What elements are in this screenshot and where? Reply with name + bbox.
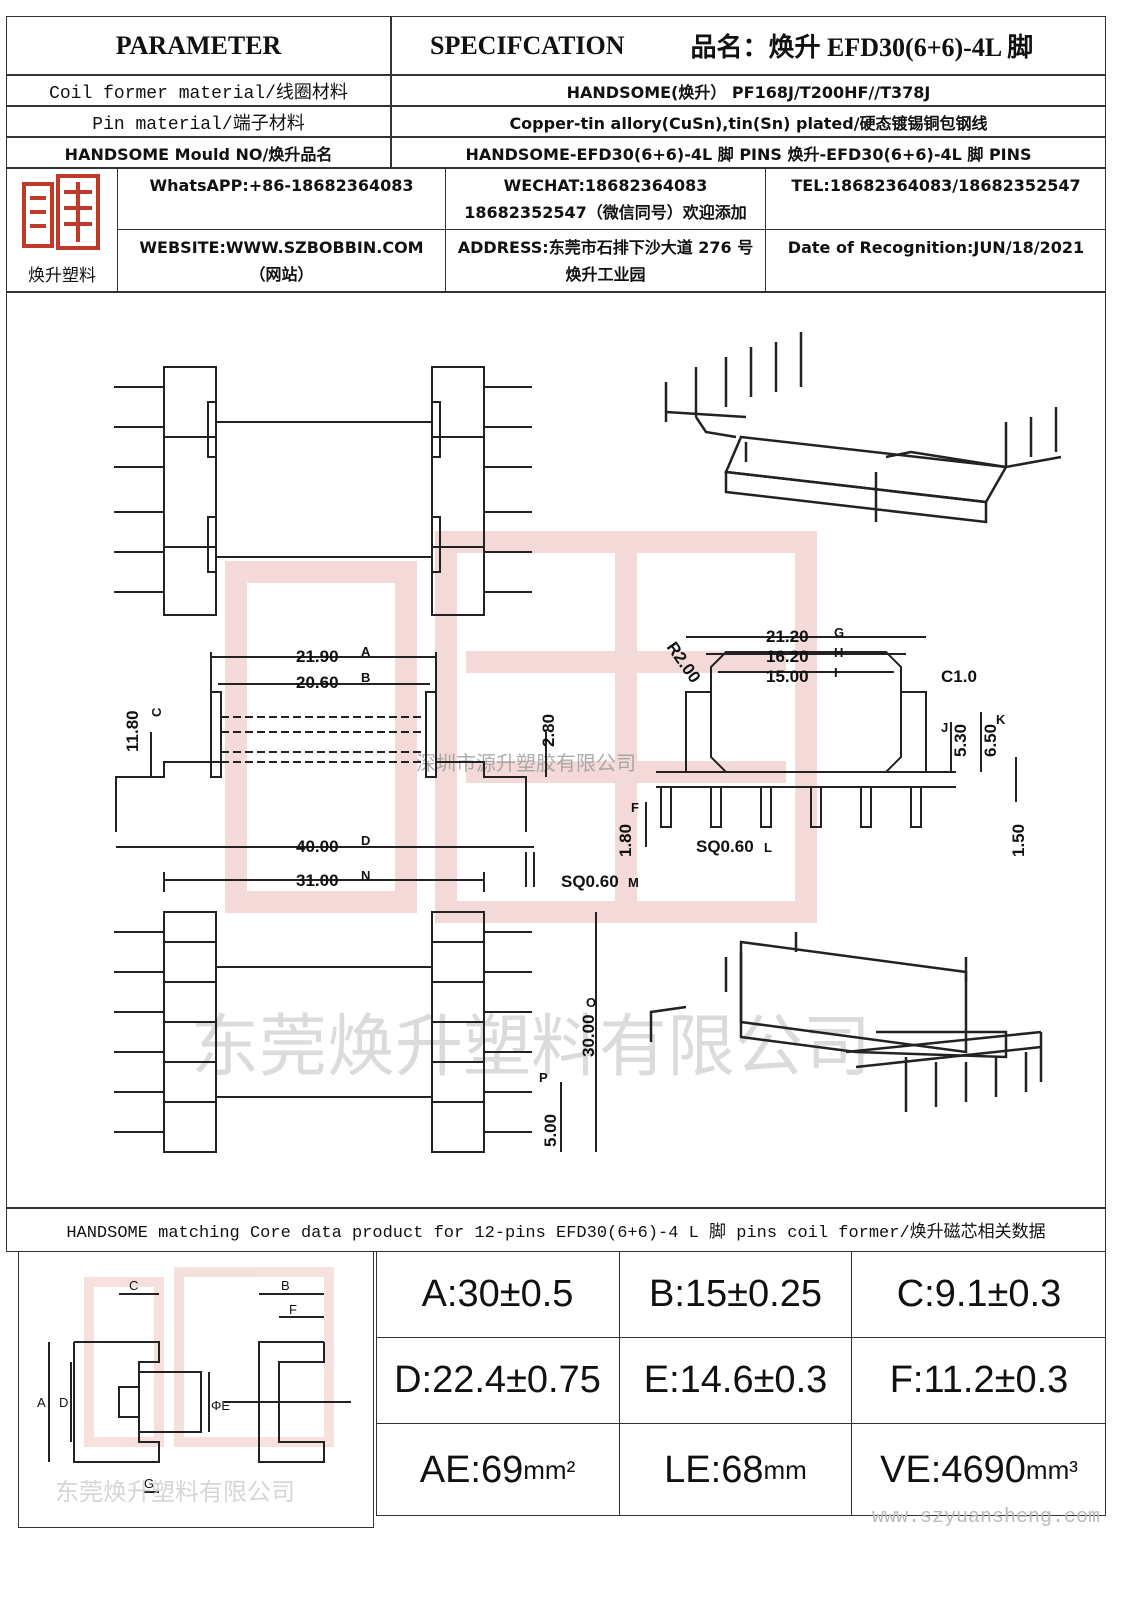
logo-mark-icon xyxy=(22,174,100,250)
whatsapp-info: WhatsAPP:+86-18682364083 xyxy=(118,168,446,230)
dim-p15: 1.50 xyxy=(1009,824,1028,857)
core-watermark-text: 东莞焕升塑料有限公司 xyxy=(55,1479,295,1506)
param-c: C:9.1±0.3 xyxy=(852,1252,1106,1338)
iso-view-top-drawing xyxy=(664,332,1062,524)
side-view-drawing xyxy=(645,636,1017,847)
technical-drawing: 深圳市源升塑胶有限公司 东莞焕升塑料有限公司 xyxy=(114,332,1062,1153)
date-info: Date of Recognition:JUN/18/2021 xyxy=(787,238,1085,257)
core-label-f: F xyxy=(289,1302,297,1317)
callout-n: N xyxy=(361,868,370,883)
logo-text: 焕升塑料 xyxy=(28,265,96,286)
parameter-heading: PARAMETER xyxy=(6,16,391,75)
core-diagram-frame: A D C B F ΦE G 东莞焕升塑料有限公司 xyxy=(18,1252,374,1528)
callout-b: B xyxy=(361,670,370,685)
dim-g: 21.20 xyxy=(766,627,809,646)
callout-o: O xyxy=(586,995,596,1010)
dim-c: 11.80 xyxy=(123,710,142,752)
coil-material-value: HANDSOME(焕升） PF168J/T200HF//T378J xyxy=(391,75,1106,106)
dim-a: 21.90 xyxy=(296,647,339,666)
dim-p: 5.00 xyxy=(541,1114,560,1147)
core-diagram: A D C B F ΦE G 东莞焕升塑料有限公司 xyxy=(37,1267,351,1506)
callout-j: J xyxy=(941,720,948,735)
dim-i: 15.00 xyxy=(766,667,809,686)
wechat-info: WECHAT:18682364083 18682352547（微信同号）欢迎添加 xyxy=(446,168,766,230)
callout-m: M xyxy=(628,875,639,890)
param-f: F:11.2±0.3 xyxy=(852,1338,1106,1424)
core-label-g: G xyxy=(144,1476,154,1491)
core-label-e: ΦE xyxy=(211,1398,230,1413)
param-a: A:30±0.5 xyxy=(376,1252,620,1338)
watermark-mid-text: 深圳市源升塑胶有限公司 xyxy=(416,752,636,775)
drawing-frame xyxy=(6,292,1106,1208)
top-view-drawing xyxy=(114,366,532,616)
bottom-view-drawing xyxy=(114,911,597,1153)
callout-d: D xyxy=(361,833,370,848)
footer-url[interactable]: www.szyuansheng.com xyxy=(871,1506,1100,1529)
dim-b: 20.60 xyxy=(296,673,339,692)
specification-heading: SPECIFCATION 品名：焕升 EFD30(6+6)-4L 脚 xyxy=(391,16,1106,75)
callout-p: P xyxy=(539,1070,548,1085)
callout-a: A xyxy=(361,644,371,659)
dim-e: 2.80 xyxy=(539,714,558,747)
callout-l: L xyxy=(764,840,772,855)
pin-material-label: Pin material/端子材料 xyxy=(6,106,391,137)
iso-view-bottom-drawing xyxy=(649,932,1043,1112)
param-d: D:22.4±0.75 xyxy=(376,1338,620,1424)
callout-i: I xyxy=(834,665,838,680)
core-label-c: C xyxy=(129,1278,138,1293)
tel-info: TEL:18682364083/18682352547 xyxy=(766,168,1106,230)
address-info: ADDRESS:东莞市石排下沙大道 276 号焕升工业园 xyxy=(446,230,766,292)
dim-c1: C1.0 xyxy=(941,667,977,686)
dim-o: 30.00 xyxy=(579,1014,598,1057)
core-data-title: HANDSOME matching Core data product for … xyxy=(6,1208,1106,1252)
callout-c: C xyxy=(149,707,164,717)
website-info: WEBSITE:WWW.SZBOBBIN.COM（网站） xyxy=(118,230,446,292)
company-logo: 焕升塑料 xyxy=(6,168,118,292)
core-label-b: B xyxy=(281,1278,290,1293)
dim-k: 6.50 xyxy=(981,724,1000,757)
company-block xyxy=(6,168,1106,292)
core-label-a: A xyxy=(37,1395,46,1410)
front-view-drawing xyxy=(115,652,547,892)
mould-no-value: HANDSOME-EFD30(6+6)-4L 脚 PINS 焕升-EFD30(6… xyxy=(391,137,1106,168)
dim-m: SQ0.60 xyxy=(561,872,619,891)
callout-f: F xyxy=(631,800,639,815)
dim-j: 5.30 xyxy=(951,724,970,757)
core-label-d: D xyxy=(59,1395,68,1410)
mould-no-label: HANDSOME Mould NO/焕升品名 xyxy=(6,137,391,168)
product-name: 品名：焕升 EFD30(6+6)-4L 脚 xyxy=(690,33,1034,62)
coil-material-label: Coil former material/线圈材料 xyxy=(6,75,391,106)
dim-h: 16.20 xyxy=(766,647,809,666)
pin-material-value: Copper-tin allory(CuSn),tin(Sn) plated/硬… xyxy=(391,106,1106,137)
callout-g: G xyxy=(834,625,844,640)
callout-h: H xyxy=(834,645,843,660)
callout-k: K xyxy=(996,712,1006,727)
watermark-big-text: 东莞焕升塑料有限公司 xyxy=(191,1009,871,1085)
dim-l: SQ0.60 xyxy=(696,837,754,856)
param-e: E:14.6±0.3 xyxy=(620,1338,852,1424)
watermark-logo-icon xyxy=(225,531,817,923)
dim-d: 40.00 xyxy=(296,837,339,856)
param-b: B:15±0.25 xyxy=(620,1252,852,1338)
core-params-grid xyxy=(376,1252,1106,1516)
dim-f: 1.80 xyxy=(616,824,635,857)
dim-n: 31.00 xyxy=(296,871,339,890)
